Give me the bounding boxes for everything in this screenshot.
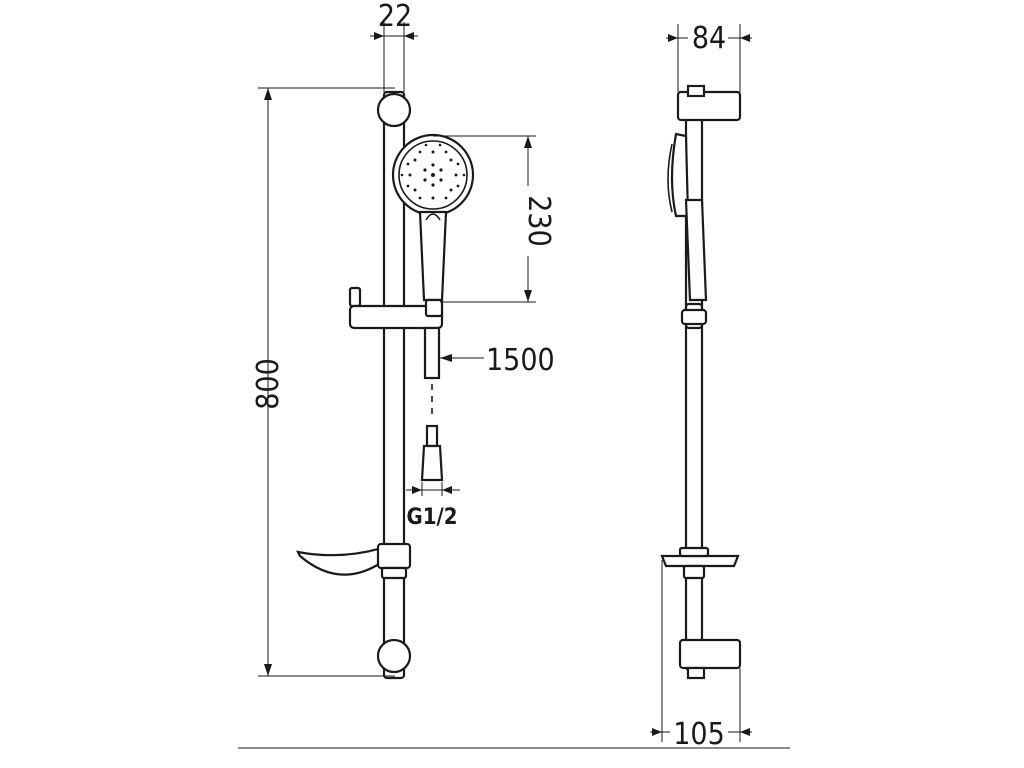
dim-total-height: 800: [251, 87, 395, 677]
shower-handle: [418, 210, 448, 302]
rail-bottom-ball: [376, 638, 412, 674]
dim-head-height: 230: [433, 135, 556, 303]
spray-nozzles: [400, 143, 466, 200]
dim-rail-width: 22: [370, 0, 418, 92]
front-view: [296, 90, 475, 680]
side-view: [660, 84, 742, 680]
dim-hose-length: 1500: [440, 343, 555, 378]
side-soap-dish: [660, 546, 740, 580]
label-rail-width: 22: [378, 0, 412, 34]
slider-holder: [348, 286, 444, 330]
dim-connector: G1/2: [406, 482, 460, 530]
label-connector: G1/2: [406, 505, 457, 530]
label-total-height: 800: [251, 358, 286, 410]
side-bottom-bracket: [678, 638, 742, 680]
side-top-bracket: [676, 84, 742, 122]
side-slider: [680, 302, 708, 330]
label-side-bottom: 105: [673, 717, 725, 752]
dim-side-bottom: 105: [650, 560, 752, 752]
hose-segment: [423, 326, 441, 380]
dim-side-top: 84: [666, 21, 752, 92]
label-hose-length: 1500: [486, 343, 555, 378]
soap-dish: [296, 542, 412, 580]
shower-head: [391, 133, 475, 302]
label-head-height: 230: [521, 195, 556, 247]
rail-bar: [382, 90, 406, 680]
hose-connector: [420, 424, 444, 482]
rail-top-ball: [376, 92, 412, 128]
label-side-top: 84: [692, 21, 726, 56]
side-shower-head: [667, 132, 708, 302]
